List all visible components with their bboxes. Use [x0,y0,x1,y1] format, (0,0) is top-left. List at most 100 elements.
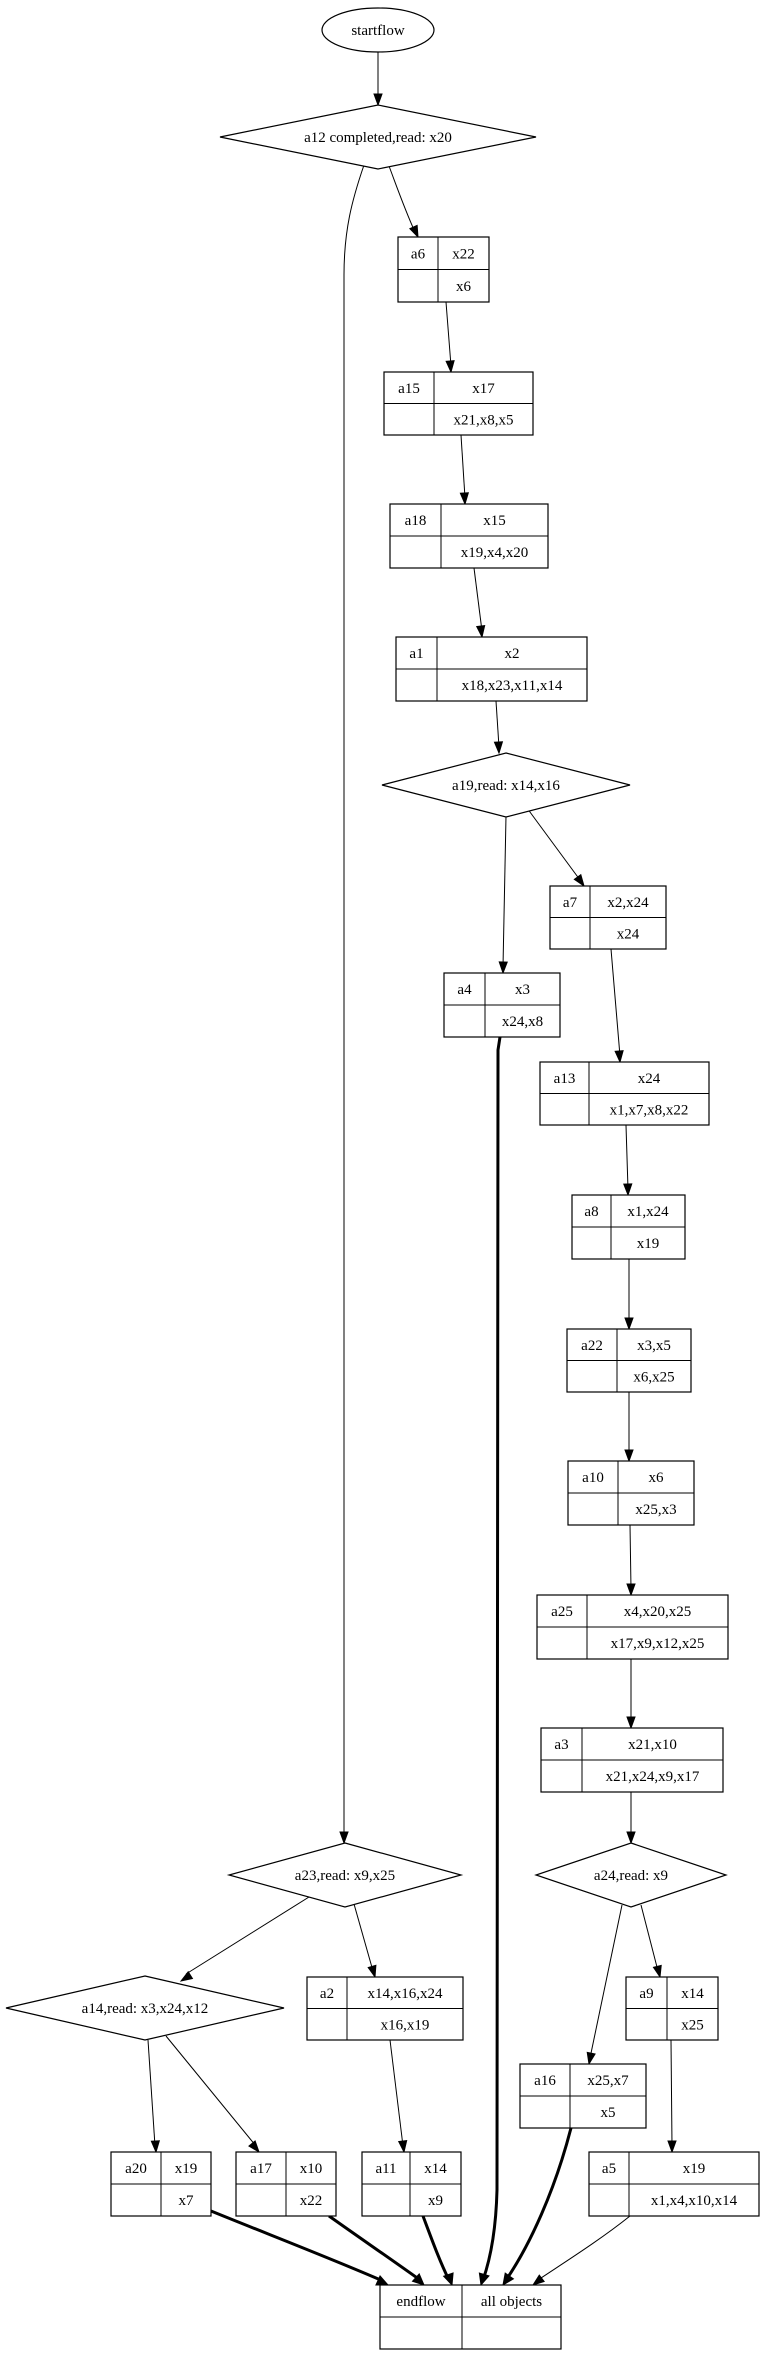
edge-a13-to-a8[interactable] [623,1124,633,1197]
arrowhead [367,1964,377,1979]
edge-a24-to-a16[interactable] [586,1904,623,2066]
edge-line [670,2039,673,2147]
record-top-value: x6 [649,1470,665,1486]
arrowhead [411,2272,425,2286]
edge-a9-to-a5[interactable] [667,2039,677,2154]
edge-line [353,1903,374,1972]
edge-line [589,1904,623,2059]
record-top-value: x10 [300,2161,323,2177]
edge-a24-to-a9[interactable] [640,1904,662,1979]
arrowhead [397,2140,408,2154]
arrowhead [475,625,486,639]
edge-line [526,807,581,881]
decision-diamond [219,104,537,170]
arrowhead [573,873,585,888]
arrowhead [624,1317,634,1331]
edge-a15-to-a18[interactable] [459,434,470,506]
edge-line [389,2039,404,2147]
edge-a3-to-a24[interactable] [626,1792,636,1845]
decision-node-a12[interactable]: a12 completed,read: x20 [219,104,537,170]
edge-line [328,2214,421,2282]
decision-diamond [5,1975,285,2041]
record-name: endflow [396,2294,445,2310]
record-top-value: x17 [472,381,495,397]
edge-a16-to-endflow[interactable] [502,2127,573,2286]
edge-line [625,1124,629,1190]
decision-diamond [534,1842,728,1908]
edge-a8-to-a22[interactable] [624,1259,634,1331]
edge-a5-to-endflow[interactable] [531,2215,631,2286]
record-name: a20 [125,2161,147,2177]
edge-line [343,164,365,1837]
record-bottom-value: x21,x8,x5 [454,412,514,428]
nodes-layer: startflow a12 completed,read: x20 a19,read… [5,7,760,2350]
edge-line [495,700,500,748]
edge-a12-to-a6[interactable] [388,165,419,239]
record-name: a2 [320,1986,334,2002]
edge-a11-to-endflow[interactable] [421,2215,454,2287]
edge-a23-to-a14[interactable] [179,1896,310,1982]
edge-a14-to-a17[interactable] [165,2035,260,2154]
record-bottom-value: x16,x19 [381,2017,430,2033]
record-top-value: x3 [515,982,530,998]
edge-a14-to-a20[interactable] [147,2039,161,2154]
record-bottom-value: x24,x8 [502,1014,543,1030]
edge-a12-to-a23[interactable] [339,164,365,1845]
decision-node-a23[interactable]: a23,read: x9,x25 [226,1842,464,1908]
record-name: a11 [375,2161,396,2177]
edge-a22-to-a10[interactable] [624,1392,634,1463]
edge-line [640,1904,659,1972]
edge-a4-to-endflow[interactable] [478,1036,502,2287]
edge-a2-to-a11[interactable] [389,2039,408,2154]
arrowhead [493,741,504,755]
edge-a6-to-a15[interactable] [445,301,455,374]
edge-a25-to-a3[interactable] [626,1659,636,1730]
edge-startflow-to-a12[interactable] [373,52,383,107]
edge-a23-to-a2[interactable] [353,1903,377,1979]
decision-node-a24[interactable]: a24,read: x9 [534,1842,728,1908]
record-top-value: x22 [452,246,475,262]
record-top-value: all objects [481,2294,542,2310]
arrowhead [531,2274,545,2286]
edge-a19-to-a7[interactable] [526,807,585,888]
arrowhead [586,2051,596,2066]
edge-a20-to-endflow[interactable] [210,2209,390,2286]
decision-label: a14,read: x3,x24,x12 [82,2001,209,2017]
record-bottom-value: x1,x7,x8,x22 [610,1102,689,1118]
record-bottom-value: x5 [601,2105,616,2121]
edge-a17-to-endflow[interactable] [328,2214,425,2286]
record-bottom-value: x24 [617,926,640,942]
edge-a18-to-a1[interactable] [473,567,486,639]
edge-a19-to-a4[interactable] [498,815,508,975]
edge-a10-to-a25[interactable] [626,1524,636,1597]
decision-node-a14[interactable]: a14,read: x3,x24,x12 [5,1975,285,2041]
record-name: a9 [639,1986,653,2002]
start-node[interactable]: startflow [321,7,435,53]
edge-a7-to-a13[interactable] [610,948,624,1064]
arrowhead [478,2272,490,2287]
edge-a1-to-a19[interactable] [493,700,504,755]
record-top-value: x3,x5 [637,1338,671,1354]
decision-node-a19[interactable]: a19,read: x14,x16 [381,752,631,818]
record-top-value: x14 [681,1986,704,2002]
record-node-endflow[interactable]: endflow all objects [379,2284,562,2350]
